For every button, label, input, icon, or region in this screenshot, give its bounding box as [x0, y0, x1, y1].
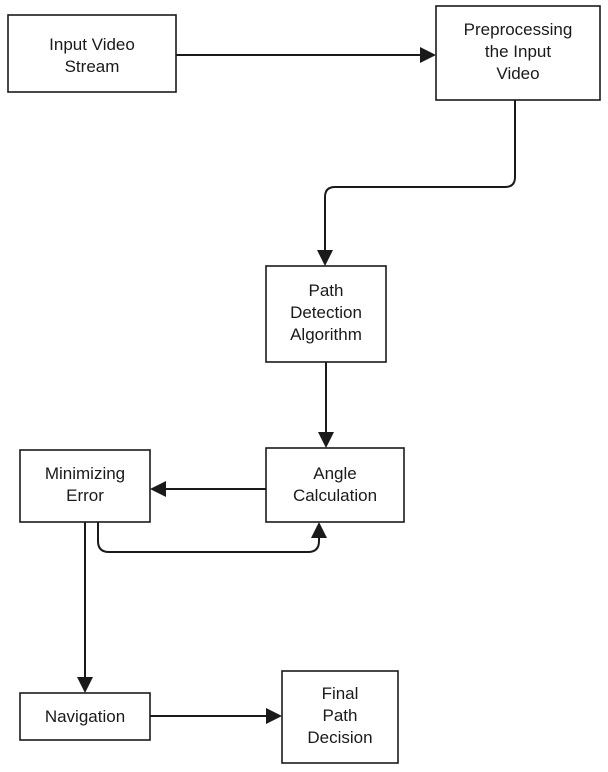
- edge-minimizing-to-angle-loop: [97, 522, 320, 553]
- node-label-line: Error: [66, 486, 104, 505]
- edge-preprocessing-to-path-detection: [324, 100, 516, 252]
- node-angle-calculation: Angle Calculation: [265, 447, 405, 523]
- node-label-line: Final: [322, 684, 359, 703]
- node-label-line: Minimizing: [45, 464, 125, 483]
- node-input-video: Input Video Stream: [7, 14, 177, 93]
- arrowhead-minimizing-error: [150, 481, 166, 497]
- node-label-line: Detection: [290, 303, 362, 322]
- node-label-line: Angle: [313, 464, 356, 483]
- arrowhead-path-detection: [317, 250, 333, 266]
- edges: [77, 47, 516, 724]
- node-label-line: Input Video: [49, 35, 135, 54]
- arrowhead-preprocessing: [420, 47, 436, 63]
- node-label-line: Path: [309, 281, 344, 300]
- node-preprocessing: Preprocessing the Input Video: [435, 5, 601, 101]
- node-label-line: Calculation: [293, 486, 377, 505]
- node-label-line: the Input: [485, 42, 551, 61]
- arrowhead-final-path: [266, 708, 282, 724]
- node-label-line: Algorithm: [290, 325, 362, 344]
- node-label-line: Decision: [307, 728, 372, 747]
- node-label-line: Preprocessing: [464, 20, 573, 39]
- node-label-line: Path: [323, 706, 358, 725]
- node-label-line: Video: [496, 64, 539, 83]
- node-minimizing-error: Minimizing Error: [19, 449, 151, 523]
- node-navigation: Navigation: [19, 692, 151, 741]
- arrowhead-navigation: [77, 677, 93, 693]
- node-label-line: Stream: [65, 57, 120, 76]
- node-path-detection: Path Detection Algorithm: [265, 265, 387, 363]
- arrowhead-angle-calculation: [318, 432, 334, 448]
- node-label-line: Navigation: [45, 707, 125, 726]
- arrowhead-angle-loop: [311, 522, 327, 538]
- node-final-path: Final Path Decision: [281, 670, 399, 764]
